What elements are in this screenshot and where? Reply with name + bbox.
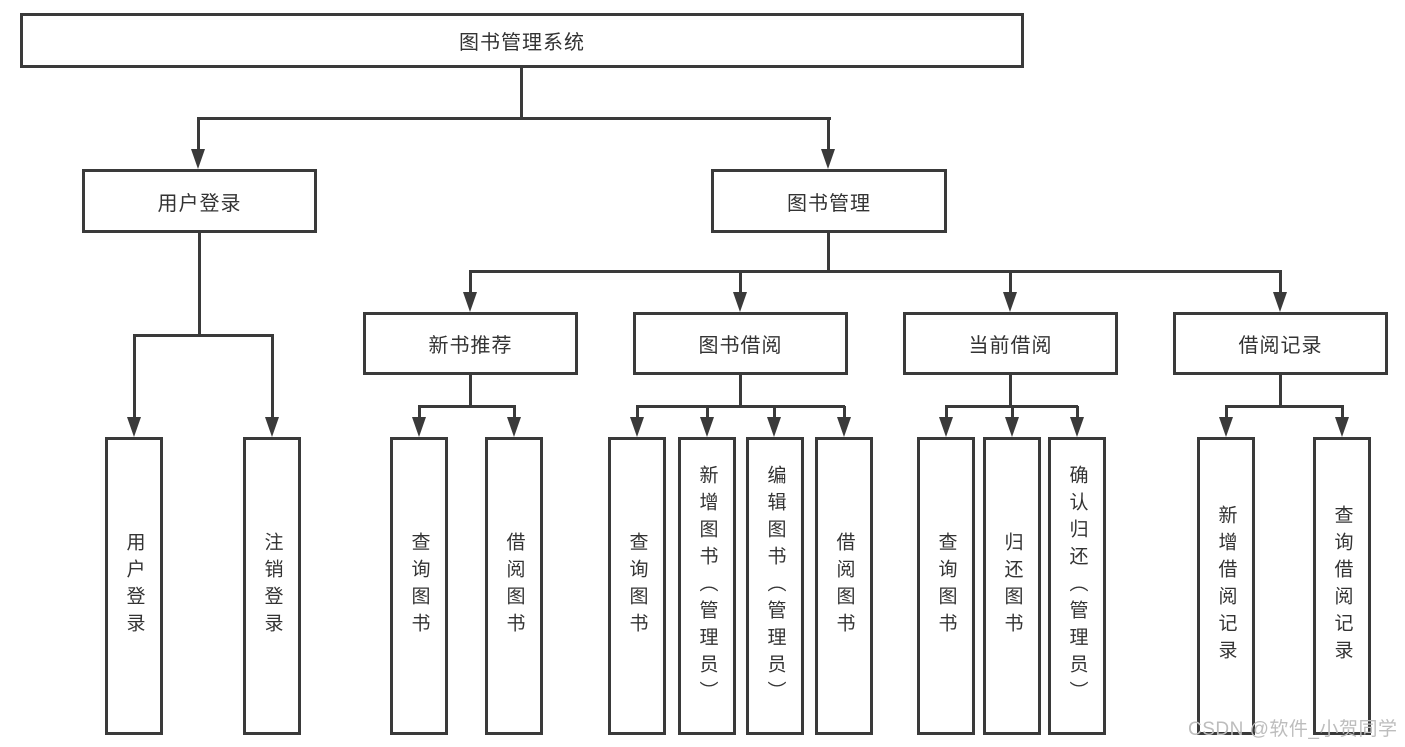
connector-line bbox=[133, 336, 136, 418]
connector-line bbox=[636, 405, 845, 408]
arrowhead-down-icon bbox=[1335, 417, 1349, 437]
node-leaf-current-query-book-label: 查询图书 bbox=[935, 532, 957, 640]
node-root-label: 图书管理系统 bbox=[459, 32, 585, 54]
connector-line bbox=[1009, 272, 1012, 293]
node-book-borrow-label: 图书借阅 bbox=[698, 335, 783, 357]
connector-line bbox=[469, 374, 472, 407]
connector-line bbox=[945, 406, 948, 418]
node-leaf-recommend-borrow-book: 借阅图书 bbox=[485, 437, 543, 735]
connector-line bbox=[520, 68, 523, 118]
connector-line bbox=[827, 232, 830, 272]
connector-line bbox=[1011, 406, 1014, 418]
node-leaf-records-add-label: 新增借阅记录 bbox=[1215, 505, 1237, 667]
node-leaf-borrow-edit-book: 编辑图书（管理员） bbox=[746, 437, 804, 735]
arrowhead-down-icon bbox=[412, 417, 426, 437]
arrowhead-down-icon bbox=[700, 417, 714, 437]
node-leaf-logout-label: 注销登录 bbox=[261, 532, 283, 640]
node-leaf-user-login-label: 用户登录 bbox=[123, 532, 145, 640]
connector-line bbox=[469, 272, 472, 293]
arrowhead-down-icon bbox=[1005, 417, 1019, 437]
arrowhead-down-icon bbox=[837, 417, 851, 437]
connector-line bbox=[198, 232, 201, 336]
node-leaf-records-query: 查询借阅记录 bbox=[1313, 437, 1371, 735]
arrowhead-down-icon bbox=[507, 417, 521, 437]
node-leaf-recommend-query-book-label: 查询图书 bbox=[408, 532, 430, 640]
node-book-borrow: 图书借阅 bbox=[633, 312, 848, 375]
connector-line bbox=[1225, 405, 1344, 408]
connector-line bbox=[773, 406, 776, 418]
connector-line bbox=[418, 405, 516, 408]
node-leaf-user-login: 用户登录 bbox=[105, 437, 163, 735]
connector-line bbox=[1009, 374, 1012, 407]
connector-line bbox=[1076, 406, 1079, 418]
connector-line bbox=[1279, 374, 1282, 407]
node-leaf-borrow-borrow-book-label: 借阅图书 bbox=[833, 532, 855, 640]
watermark: CSDN @软件_小贺同学 bbox=[1188, 719, 1398, 740]
node-current-borrow-label: 当前借阅 bbox=[968, 335, 1053, 357]
connector-line bbox=[1341, 406, 1344, 418]
arrowhead-down-icon bbox=[1273, 292, 1287, 312]
node-leaf-records-query-label: 查询借阅记录 bbox=[1331, 505, 1353, 667]
node-leaf-current-return-book: 归还图书 bbox=[983, 437, 1041, 735]
node-book-management: 图书管理 bbox=[711, 169, 947, 233]
arrowhead-down-icon bbox=[1003, 292, 1017, 312]
connector-line bbox=[197, 117, 831, 120]
arrowhead-down-icon bbox=[821, 149, 835, 169]
node-leaf-current-query-book: 查询图书 bbox=[917, 437, 975, 735]
node-leaf-borrow-edit-book-label: 编辑图书（管理员） bbox=[764, 464, 786, 708]
node-leaf-current-confirm-return-label: 确认归还（管理员） bbox=[1066, 464, 1088, 708]
node-leaf-recommend-query-book: 查询图书 bbox=[390, 437, 448, 735]
connector-line bbox=[513, 406, 516, 418]
connector-line bbox=[133, 334, 274, 337]
node-leaf-borrow-query-book-label: 查询图书 bbox=[626, 532, 648, 640]
node-book-management-label: 图书管理 bbox=[787, 192, 871, 215]
arrowhead-down-icon bbox=[630, 417, 644, 437]
node-user-login-label: 用户登录 bbox=[157, 192, 242, 215]
arrowhead-down-icon bbox=[265, 417, 279, 437]
node-user-login: 用户登录 bbox=[82, 169, 317, 233]
node-leaf-records-add: 新增借阅记录 bbox=[1197, 437, 1255, 735]
arrowhead-down-icon bbox=[733, 292, 747, 312]
node-borrow-records: 借阅记录 bbox=[1173, 312, 1388, 375]
connector-line bbox=[469, 270, 1282, 273]
connector-line bbox=[843, 406, 846, 418]
arrowhead-down-icon bbox=[191, 149, 205, 169]
node-leaf-borrow-add-book: 新增图书（管理员） bbox=[678, 437, 736, 735]
arrowhead-down-icon bbox=[1219, 417, 1233, 437]
arrowhead-down-icon bbox=[767, 417, 781, 437]
node-leaf-current-confirm-return: 确认归还（管理员） bbox=[1048, 437, 1106, 735]
connector-line bbox=[739, 374, 742, 407]
connector-line bbox=[706, 406, 709, 418]
node-borrow-records-label: 借阅记录 bbox=[1238, 335, 1323, 357]
node-leaf-recommend-borrow-book-label: 借阅图书 bbox=[503, 532, 525, 640]
connector-line bbox=[271, 336, 274, 418]
node-new-book-recommend-label: 新书推荐 bbox=[428, 335, 513, 357]
arrowhead-down-icon bbox=[1070, 417, 1084, 437]
node-leaf-borrow-query-book: 查询图书 bbox=[608, 437, 666, 735]
node-current-borrow: 当前借阅 bbox=[903, 312, 1118, 375]
connector-line bbox=[1279, 272, 1282, 293]
node-leaf-borrow-borrow-book: 借阅图书 bbox=[815, 437, 873, 735]
node-root: 图书管理系统 bbox=[20, 13, 1024, 68]
node-leaf-borrow-add-book-label: 新增图书（管理员） bbox=[696, 464, 718, 708]
node-leaf-logout: 注销登录 bbox=[243, 437, 301, 735]
arrowhead-down-icon bbox=[463, 292, 477, 312]
arrowhead-down-icon bbox=[127, 417, 141, 437]
connector-line bbox=[197, 118, 200, 150]
connector-line bbox=[739, 272, 742, 293]
arrowhead-down-icon bbox=[939, 417, 953, 437]
node-leaf-current-return-book-label: 归还图书 bbox=[1001, 532, 1023, 640]
connector-line bbox=[636, 406, 639, 418]
connector-line bbox=[1225, 406, 1228, 418]
node-new-book-recommend: 新书推荐 bbox=[363, 312, 578, 375]
connector-line bbox=[418, 406, 421, 418]
connector-line bbox=[827, 118, 830, 150]
